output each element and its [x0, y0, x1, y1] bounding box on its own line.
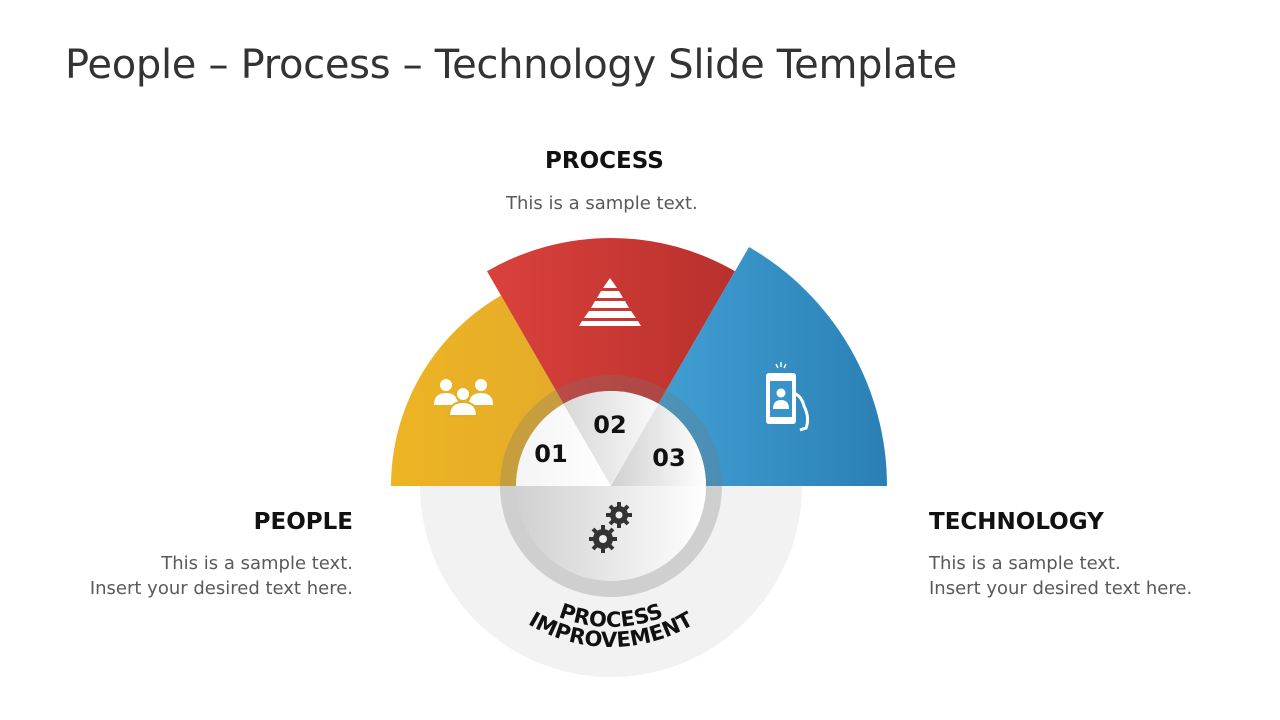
gears-icon [589, 502, 632, 553]
technology-heading: TECHNOLOGY [929, 509, 1104, 535]
group-icon [434, 379, 493, 417]
people-heading: PEOPLE [253, 509, 353, 535]
inner-sector-02[interactable] [563, 390, 659, 486]
technology-text-line1: This is a sample text. [929, 553, 1121, 574]
number-03: 03 [652, 444, 685, 472]
number-01: 01 [534, 440, 567, 468]
smartphone-in-hand-icon [766, 362, 810, 432]
inner-sector-01[interactable] [516, 403, 611, 486]
pyramid-icon [579, 278, 641, 326]
technology-text-line2: Insert your desired text here. [929, 578, 1193, 599]
people-text-line1: This is a sample text. [161, 553, 353, 574]
inner-sector-03[interactable] [611, 403, 706, 486]
people-text-line2: Insert your desired text here. [89, 578, 353, 599]
process-sector[interactable] [487, 237, 735, 486]
process-text: This is a sample text. [506, 193, 698, 214]
number-02: 02 [593, 411, 626, 439]
people-text: This is a sample text. Insert your desir… [90, 551, 353, 601]
technology-text: This is a sample text. Insert your desir… [929, 551, 1192, 601]
slide-title: People – Process – Technology Slide Temp… [65, 42, 957, 88]
process-heading: PROCESS [545, 148, 664, 174]
